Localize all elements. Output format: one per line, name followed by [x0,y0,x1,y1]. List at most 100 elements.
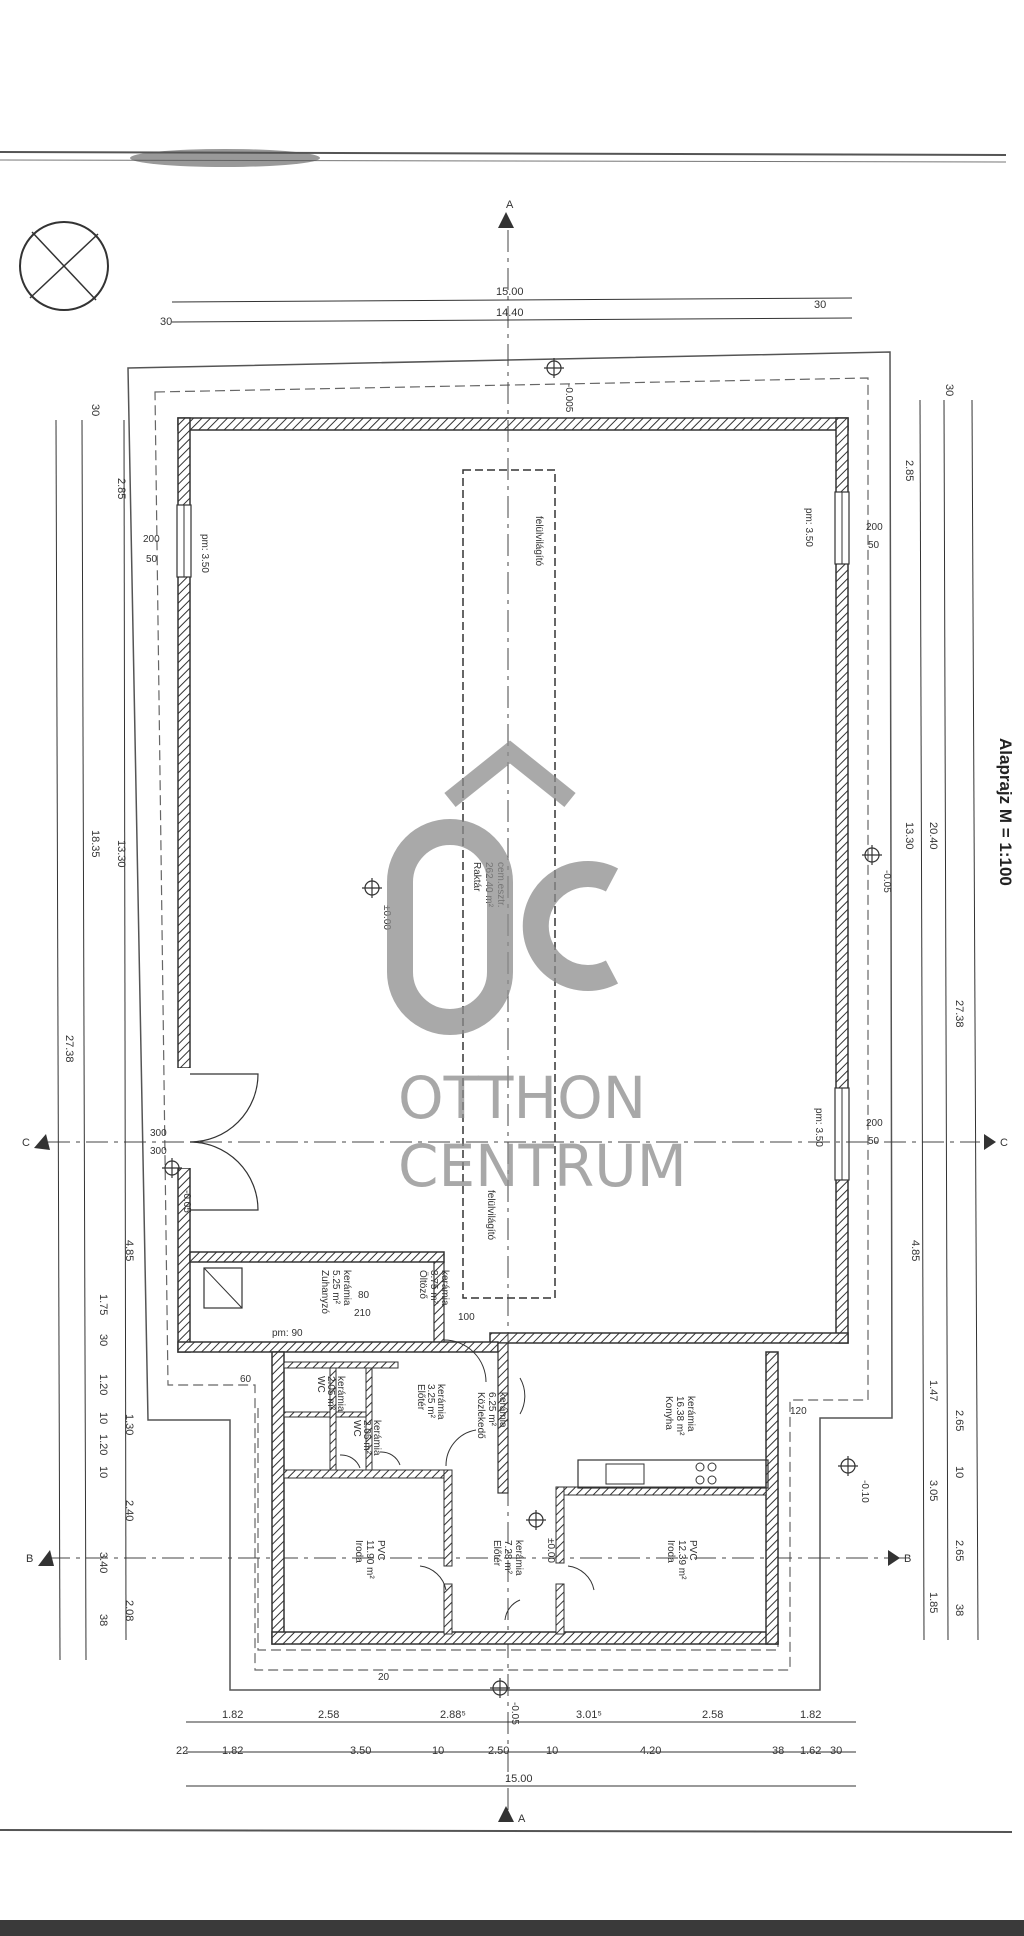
north-arrow-icon [19,221,109,311]
dim-left-inner: 13.30 [115,840,127,868]
dim-right-305: 3.05 [927,1480,939,1501]
dim-bottom-r2-6: 10 [546,1745,558,1757]
opening-top-left-pm: pm: 3.50 [199,534,210,573]
room-lobby-name: Előtér [415,1384,426,1411]
annex-walls [271,1342,779,1645]
room-entry-name: Előtér [491,1540,502,1567]
dim-bottom-r2-9: 1.62 [800,1745,821,1757]
dim-left-130: 1.30 [123,1414,135,1435]
hall-window-right-lower [834,1087,850,1181]
room-kitchen-area: 16.38 m² [674,1396,685,1436]
kitchen-counter [577,1459,769,1489]
room-closet-finish: kerámia [439,1270,450,1306]
door-label-20: 20 [378,1672,390,1683]
dim-right-1330: 13.30 [903,822,915,850]
skylight-label: felülvilágító [533,516,544,566]
dim-left-hall: 18.35 [89,830,101,858]
door-label-pm90: pm: 90 [272,1328,303,1339]
room-kitchen-finish: kerámia [685,1396,696,1432]
room-entry-area: 7.28 m² [502,1540,513,1575]
dim-left-30b: 30 [97,1334,109,1346]
sheet-bottom-border [0,1829,1013,1833]
room-lobby-area: 3.25 m² [425,1384,436,1419]
dim-left-total: 27.38 [63,1035,75,1063]
annex-door-swings [339,1339,595,1621]
room-office2-name: Iroda [665,1540,676,1563]
hall-window-right [834,491,850,565]
dim-bottom-r2-10: 30 [830,1745,842,1757]
level-door: -0.05 [181,1190,192,1213]
room-wc2-area: 2.05 m² [361,1420,372,1455]
door-label-60: 60 [240,1374,252,1385]
dim-top-total: 15.00 [496,286,524,298]
room-office2-area: 12.39 m² [676,1540,687,1580]
level-top: -0.005 [563,384,574,413]
room-office1-area: 11.90 m² [364,1540,375,1579]
room-corr-finish: kerámia [497,1392,508,1428]
room-closet-name: Öltöző [417,1270,429,1299]
room-wc1-name: WC [315,1376,326,1393]
dim-left-208: 2.08 [123,1600,135,1621]
room-corr-area: 6.25 m² [486,1392,497,1427]
opening-door-h: 300 [150,1146,167,1157]
sheet-top-border [0,149,1007,167]
dim-left-175: 1.75 [97,1294,109,1315]
dim-left-30a: 30 [89,404,101,416]
foundation-outline [154,377,869,1671]
room-wash-name: Zuhanyzó [319,1270,330,1314]
door-label-100: 100 [458,1312,475,1323]
opening-mid-right-pm: pm: 3.50 [813,1108,824,1147]
room-hall-name: Raktár [471,862,482,892]
shower-tray [203,1267,243,1309]
dim-right-185: 1.85 [927,1592,939,1613]
dim-top-left-30: 30 [160,316,172,328]
dim-bottom-r2-4: 10 [432,1745,444,1757]
dim-bottom-r2-8: 38 [772,1745,784,1757]
dim-right-30: 30 [943,384,955,396]
room-wc1-finish: kerámia [335,1376,346,1412]
dim-right-10: 10 [953,1466,965,1478]
dim-right-265: 2.65 [953,1410,965,1431]
section-label-c-left: C [22,1137,30,1149]
hall-double-door [177,1068,259,1211]
foundation-outline-inner [257,1405,779,1651]
dim-left-340: 3.40 [97,1552,109,1573]
dim-bottom-2: 2.58 [318,1709,339,1721]
dim-bottom-total: 15.00 [505,1773,533,1785]
level-marker-icons [162,358,882,1698]
level-corridor: ±0.00 [545,1538,556,1563]
opening-top-right-w: 200 [866,522,883,533]
section-label-a-bottom: A [518,1813,526,1825]
dim-right-2040: 20.40 [927,822,939,850]
dim-left-485: 4.85 [123,1240,135,1261]
dim-right-485: 4.85 [909,1240,921,1261]
opening-top-left-w: 200 [143,534,160,545]
dim-right-265b: 2.65 [953,1540,965,1561]
dim-left-240: 2.40 [123,1500,135,1521]
opening-top-right-pm: pm: 3.50 [803,508,814,547]
dim-bottom-6: 1.82 [800,1709,821,1721]
opening-top-left-h: 50 [146,554,158,565]
dim-left-10b: 10 [97,1466,109,1478]
opening-mid-right-h: 50 [868,1136,880,1147]
room-wash-area: 5.25 m² [330,1270,341,1305]
room-kitchen-name: Konyha [663,1396,674,1430]
room-corr-name: Közlekedő [475,1392,486,1439]
dim-bottom-r2-7: 4.20 [640,1745,661,1757]
room-wc2-finish: kerámia [371,1420,382,1456]
hall-window-left [176,504,192,578]
skylight-label-2: felülvilágító [485,1190,496,1240]
watermark-line2: CENTRUM [398,1132,687,1200]
section-marker-icons [34,212,996,1822]
dim-left-10: 10 [97,1412,109,1424]
room-lobby-finish: kerámia [435,1384,446,1420]
dim-left-120b: 1.20 [97,1434,109,1455]
dim-top-inner: 14.40 [496,307,524,319]
dim-bottom-r2-1: 22 [176,1745,188,1757]
door-label-120: 120 [790,1406,807,1417]
dimension-lines [55,297,979,1787]
level-bottom: -0.05 [509,1702,520,1725]
bottom-bar [0,1920,1024,1936]
level-hall-center: ±0.00 [381,905,392,930]
